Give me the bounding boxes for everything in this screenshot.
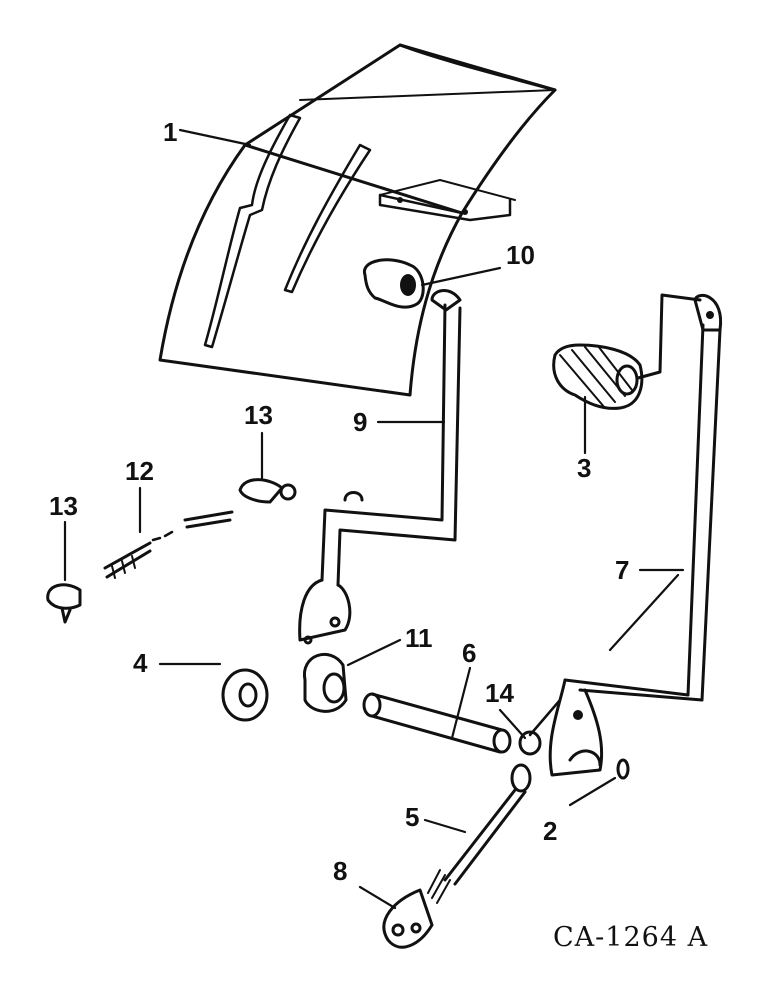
leader-lines [63, 128, 685, 910]
console-cover-part [158, 43, 557, 397]
cross-shaft-part [362, 692, 542, 756]
callout-8: 8 [333, 856, 348, 886]
ring-part [616, 758, 630, 780]
callout-9: 9 [353, 407, 368, 437]
callout-3: 3 [577, 453, 592, 483]
callout-13-upper: 13 [244, 400, 273, 430]
callout-4: 4 [133, 648, 148, 678]
callout-2: 2 [543, 816, 558, 846]
foot-lever-part [528, 294, 723, 777]
callout-1: 1 [163, 117, 178, 147]
callout-5: 5 [405, 802, 420, 832]
callout-12: 12 [125, 456, 154, 486]
callout-11: 11 [405, 623, 433, 653]
hand-lever-part [298, 289, 462, 645]
bushing-part [221, 668, 269, 722]
pedal-boot-part [552, 293, 702, 410]
callout-10: 10 [506, 240, 535, 270]
callout-7: 7 [615, 555, 630, 585]
adjustable-link-part [382, 763, 532, 949]
linkage-rod-part [46, 478, 297, 624]
callout-14: 14 [485, 678, 514, 708]
callout-13-lower: 13 [49, 491, 78, 521]
diagram-code: CA-1264 A [553, 922, 709, 953]
callout-6: 6 [462, 638, 477, 668]
lever-hub-part [303, 652, 348, 713]
lever-knob-part [363, 258, 425, 309]
